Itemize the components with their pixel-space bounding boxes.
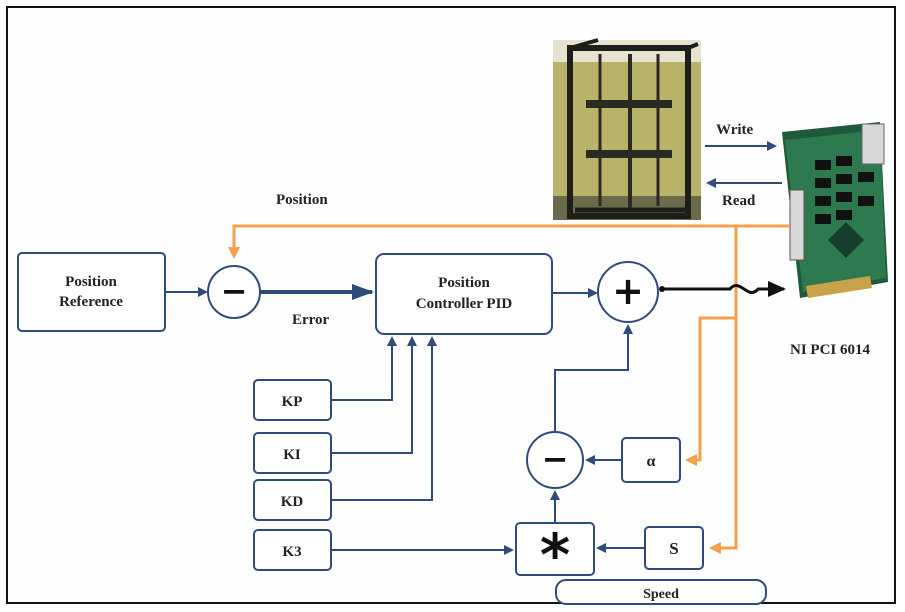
compensation-summing-junction: − <box>526 431 584 489</box>
write-label: Write <box>716 122 754 138</box>
speed-label: Speed <box>643 587 679 602</box>
daq-card-image <box>782 122 888 298</box>
controller-pid-block: Position Controller PID <box>375 253 553 335</box>
compensation-to-sum-arrow <box>554 324 633 432</box>
plus-sign: + <box>612 269 644 313</box>
daq-card-label: NI PCI 6014 <box>790 342 871 358</box>
multiply-operator: * <box>540 521 570 589</box>
k3-label: K3 <box>282 544 301 560</box>
kp-block: KP <box>253 379 332 421</box>
position-reference-line1: Position <box>65 274 117 290</box>
output-signal-line <box>660 281 786 297</box>
s-label: S <box>669 539 678 558</box>
position-reference-block: Position Reference <box>17 252 166 332</box>
output-summing-junction: + <box>597 261 659 323</box>
error-label: Error <box>292 312 330 328</box>
kp-connection <box>331 336 397 401</box>
speed-feedback-line <box>709 226 738 554</box>
alpha-feedback-line <box>685 316 736 466</box>
speed-label-block: Speed <box>555 579 767 605</box>
position-feedback-line <box>228 224 790 259</box>
kd-connection <box>331 336 437 501</box>
ki-connection <box>331 336 417 454</box>
kp-label: KP <box>282 394 303 410</box>
k3-block: K3 <box>253 529 332 571</box>
output-node-dot <box>659 286 665 292</box>
alpha-block: α <box>621 437 681 483</box>
kd-label: KD <box>281 494 304 510</box>
s-block: S <box>644 526 704 570</box>
ki-block: KI <box>253 432 332 474</box>
alpha-label: α <box>647 453 656 470</box>
controller-line1: Position <box>438 275 490 291</box>
minus-sign-1: − <box>221 272 248 310</box>
ki-label: KI <box>283 447 301 463</box>
read-label: Read <box>722 193 756 209</box>
position-signal-label: Position <box>276 192 328 208</box>
multiply-block: * <box>515 521 595 589</box>
controller-line2: Controller PID <box>416 296 513 312</box>
position-reference-line2: Reference <box>59 294 123 310</box>
test-rig-photo <box>553 38 701 220</box>
minus-sign-2: − <box>542 440 569 478</box>
error-summing-junction: − <box>207 265 261 319</box>
kd-block: KD <box>253 479 332 521</box>
